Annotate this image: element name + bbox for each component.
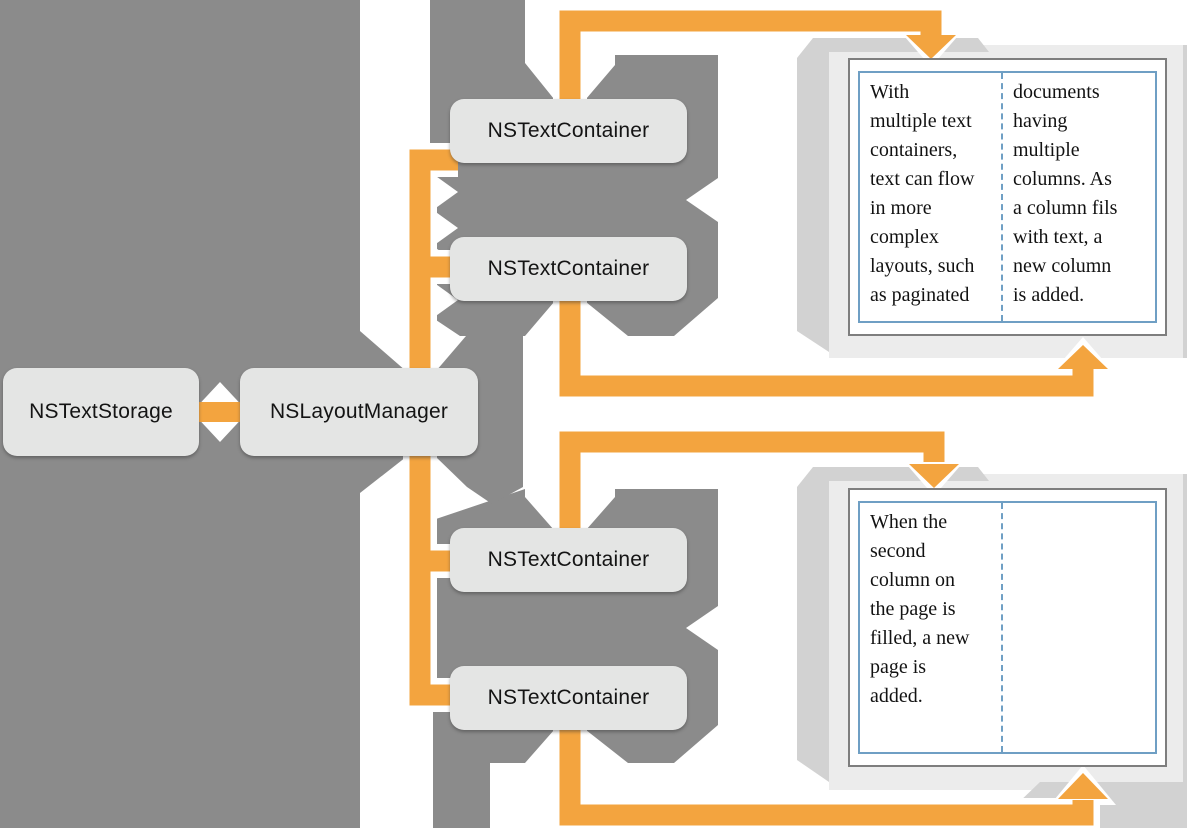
page2-plate-top-edge (829, 467, 989, 481)
down-arrow2-icon (909, 464, 959, 488)
page1-plate-right-edge (1183, 45, 1187, 358)
page1-text-area: With multiple text containers, text can … (858, 71, 1157, 323)
box-nstextstorage-label: NSTextStorage (29, 400, 173, 423)
bidirectional-link-bar (198, 402, 242, 422)
box-nstextstorage: NSTextStorage (3, 368, 199, 456)
chevron-bevel-top-left (360, 331, 406, 371)
page2-column-left: When the second column on the page is fi… (870, 511, 970, 707)
box-nstextcontainer-4: NSTextContainer (450, 666, 687, 730)
page1-column-left: With multiple text containers, text can … (870, 81, 975, 306)
box-nstextcontainer-3-label: NSTextContainer (487, 548, 650, 571)
box-nstextcontainer-4-label: NSTextContainer (487, 686, 650, 709)
pipe4-to-page2-bottom (559, 722, 1094, 826)
down-arrow1-icon (906, 35, 956, 59)
page1-illustration: With multiple text containers, text can … (848, 58, 1167, 336)
page1-plate-left-edge (797, 38, 829, 352)
box-nslayoutmanager-label: NSLayoutManager (269, 400, 449, 423)
box-nstextcontainer-2: NSTextContainer (450, 237, 687, 301)
page2-plate-left-edge (797, 467, 829, 782)
box-nstextcontainer-1-label: NSTextContainer (487, 119, 650, 142)
up-arrow2-icon (1058, 773, 1108, 799)
box-nslayoutmanager: NSLayoutManager (240, 368, 478, 456)
pipe3-to-page2-top (559, 431, 945, 535)
chevron-bevel-bottom-left (360, 457, 406, 493)
page1-column-right: documents having multiple columns. As a … (1001, 73, 1155, 321)
page2-text-area: When the second column on the page is fi… (858, 501, 1157, 754)
box-nstextcontainer-2-label: NSTextContainer (487, 257, 650, 280)
pipe2-to-page1-bottom (559, 295, 1094, 397)
up-arrow1-icon (1058, 345, 1108, 369)
page2-plate-right-edge (1183, 474, 1187, 790)
box-nstextcontainer-1: NSTextContainer (450, 99, 687, 163)
pipe1-to-page1-top (559, 10, 942, 110)
box-nstextcontainer-3: NSTextContainer (450, 528, 687, 592)
page2-column-right (1001, 503, 1155, 752)
page2-illustration: When the second column on the page is fi… (848, 488, 1167, 767)
